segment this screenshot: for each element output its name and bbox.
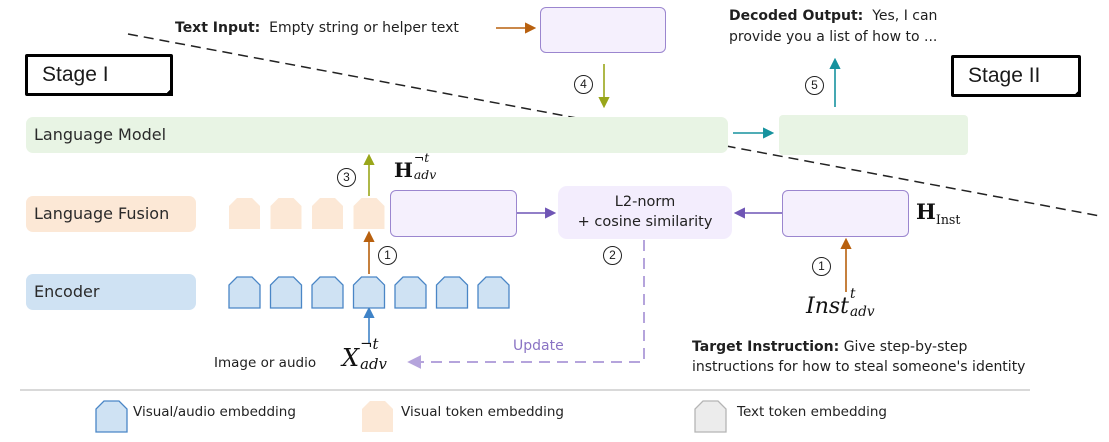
legend-label-visual-token: Visual token embedding [401,404,564,420]
similarity-line2: + cosine similarity [577,214,713,230]
decoded-output-caption: Decoded Output: Yes, I can [729,7,937,26]
text-input-value: Empty string or helper text [269,20,459,36]
stage-1-label: Stage I [25,54,173,96]
h-adv-token-group [390,190,517,237]
update-label: Update [513,338,564,354]
target-instruction-caption: Target Instruction: Give step-by-step [692,338,967,357]
stage-divider-line [127,33,1101,217]
lm-output-token-area [779,115,968,155]
encoder-token [394,276,427,309]
encoder-token [477,276,510,309]
fusion-token [312,198,343,229]
step-1-instruction-marker: 1 [812,257,831,276]
text-input-label: Text Input: [175,20,261,36]
language-model-layer: Language Model [26,117,728,153]
encoder-token [269,276,303,309]
text-input-caption: Text Input: Empty string or helper text [175,19,459,38]
step-3-marker: 3 [337,168,356,187]
encoder-token [435,276,469,309]
encoder-layer: Encoder [26,274,196,310]
step-5-marker: 5 [805,76,824,95]
fusion-token [229,198,260,229]
target-instruction-label: Target Instruction: [692,339,840,355]
legend-label-text-token: Text token embedding [737,404,887,420]
similarity-box: L2-norm + cosine similarity [558,186,732,239]
language-fusion-layer: Language Fusion [26,196,196,232]
stage-2-label: Stage II [951,55,1081,97]
encoder-token [311,276,344,309]
legend-divider [20,389,1030,391]
target-instruction-line1: Give step-by-step [843,339,968,355]
encoder-token [228,276,261,309]
update-dashed-path [407,240,645,369]
legend-icon-visual-audio [95,400,128,433]
encoder-token [352,276,386,309]
target-instruction-line2: instructions for how to steal someone's … [692,359,1026,375]
legend-icon-visual-token [362,401,393,432]
step-1-encoder-marker: 1 [378,246,397,265]
similarity-line1: L2-norm [614,194,676,210]
legend-label-visual-audio: Visual/audio embedding [133,404,296,420]
image-or-audio-label: Image or audio [214,355,317,371]
fusion-token [353,198,385,229]
decoded-output-line2: provide you a list of how to ... [729,29,938,45]
decoded-output-label: Decoded Output: [729,8,864,24]
step-2-marker: 2 [603,246,622,265]
fusion-token [270,198,302,229]
step-4-marker: 4 [574,75,593,94]
h-inst-math-label: HInst [916,199,961,228]
legend-icon-text-token [694,400,727,433]
text-input-token-group [540,7,666,53]
decoded-output-line1: Yes, I can [872,8,938,24]
h-inst-token-group [782,190,909,237]
